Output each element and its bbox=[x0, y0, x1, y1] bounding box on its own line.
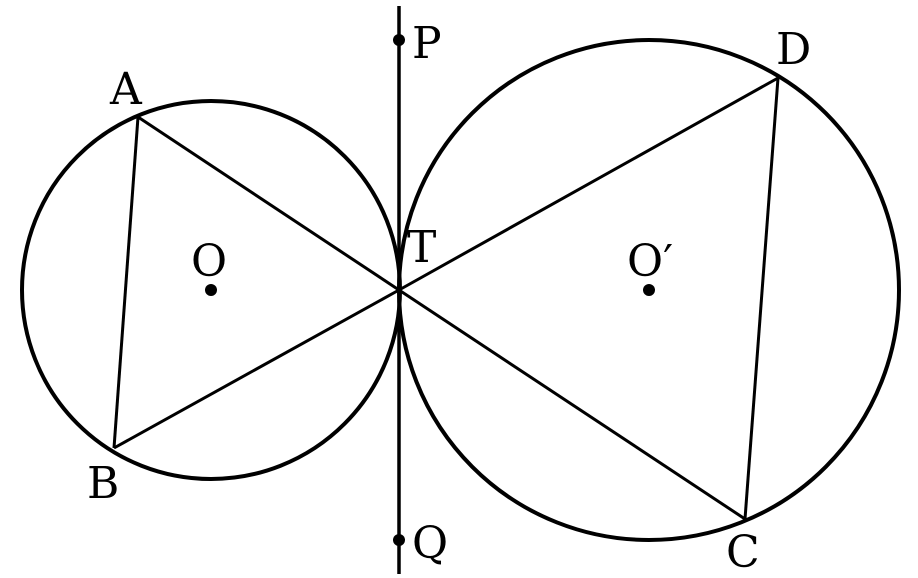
segment-bt bbox=[113, 288, 400, 450]
label-a: A bbox=[109, 64, 143, 115]
label-q: Q bbox=[412, 518, 448, 569]
center-o-dot bbox=[205, 284, 217, 296]
segment-tc bbox=[398, 288, 746, 521]
center-o-prime-dot bbox=[643, 284, 655, 296]
point-p-dot bbox=[393, 34, 405, 46]
label-c: C bbox=[726, 527, 760, 578]
label-o-prime: O′ bbox=[627, 236, 673, 287]
label-d: D bbox=[776, 24, 811, 75]
point-q-dot bbox=[393, 534, 405, 546]
label-o: O bbox=[191, 236, 227, 287]
segment-at bbox=[137, 115, 400, 292]
segment-dc bbox=[743, 77, 780, 520]
label-b: B bbox=[87, 458, 119, 509]
label-p: P bbox=[412, 18, 442, 69]
label-t: T bbox=[407, 222, 436, 273]
segment-ab bbox=[112, 116, 140, 449]
segment-td bbox=[398, 76, 779, 292]
